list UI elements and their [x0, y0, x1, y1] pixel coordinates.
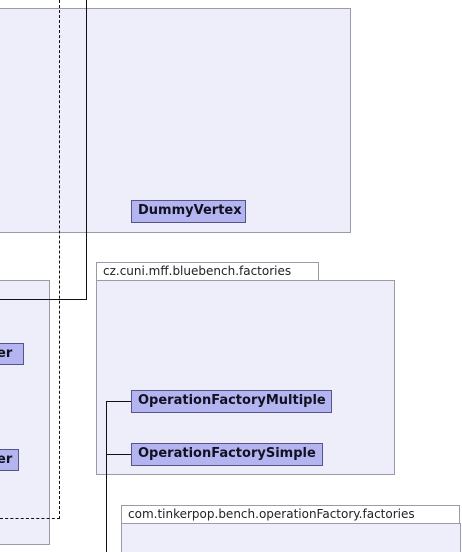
dependency-line	[0, 518, 60, 519]
connector-line	[86, 0, 87, 300]
package-top[interactable]	[0, 8, 351, 233]
dependency-line	[59, 0, 60, 519]
package-left[interactable]	[0, 280, 50, 545]
class-operation-factory-multiple[interactable]: OperationFactoryMultiple	[131, 390, 332, 413]
connector-line	[106, 401, 107, 552]
class-left-lower[interactable]: er	[0, 449, 19, 471]
package-factories-tab[interactable]: cz.cuni.mff.bluebench.factories	[96, 262, 319, 280]
package-factories[interactable]	[96, 280, 395, 475]
class-left-upper[interactable]: er	[0, 343, 24, 365]
class-operation-factory-simple[interactable]: OperationFactorySimple	[131, 443, 323, 466]
package-tinkerpop-factories[interactable]	[121, 523, 461, 552]
connector-line	[106, 454, 131, 455]
package-tinkerpop-factories-tab[interactable]: com.tinkerpop.bench.operationFactory.fac…	[121, 505, 460, 523]
connector-line	[106, 401, 131, 402]
class-dummy-vertex[interactable]: DummyVertex	[131, 200, 246, 223]
connector-line	[0, 299, 87, 300]
